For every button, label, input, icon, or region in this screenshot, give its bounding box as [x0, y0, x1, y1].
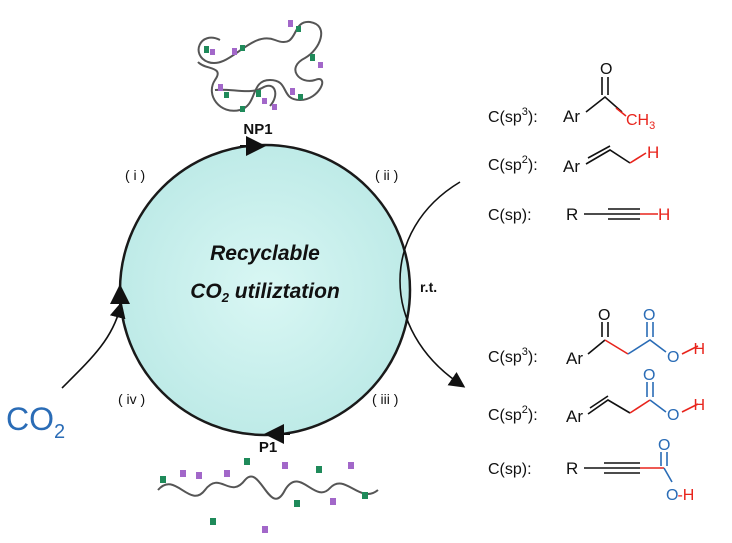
co2-arc-arrow — [61, 301, 126, 389]
product-1-red-bond — [604, 339, 629, 355]
substrate-1-label: C(sp3): — [488, 106, 538, 126]
product-2-group: Ar — [566, 407, 583, 426]
substrate-3-bonds — [584, 208, 640, 220]
product-2-blue-bonds — [646, 382, 667, 413]
substrate-1-methyl-bond — [615, 107, 627, 117]
np1-polymer-icon — [197, 20, 324, 112]
product-2-oh: OH — [667, 397, 705, 424]
substrate-3-h: H — [658, 205, 670, 224]
product-1-bonds — [587, 322, 609, 355]
step-ii-label: ( ii ) — [375, 167, 398, 183]
substrate-1-h: CH3 — [626, 112, 655, 132]
product-2-oh-bond — [681, 403, 699, 413]
right-arc-arrow — [399, 181, 466, 388]
center-title: Recyclable — [210, 242, 320, 265]
center-subtitle: CO2 utiliztation — [190, 280, 340, 305]
np1-pendant-groups — [204, 20, 323, 112]
product-2-o-acid: O — [643, 367, 655, 384]
product-3-bonds — [584, 462, 640, 474]
substrate-2-group: Ar — [563, 157, 580, 176]
product-3-oh: O-H — [666, 487, 694, 504]
product-1-group: Ar — [566, 349, 583, 368]
product-2-red-bond — [629, 399, 651, 414]
substrate-2-h-bond — [629, 152, 647, 164]
product-2-label: C(sp2): — [488, 404, 538, 424]
substrate-1-bonds — [585, 77, 623, 113]
step-i-label: ( i ) — [125, 167, 145, 183]
p1-polymer-icon — [157, 475, 379, 500]
product-1-blue-bonds — [627, 322, 667, 355]
co2-label: CO2 — [6, 401, 65, 443]
p1-pendant-groups — [160, 458, 368, 533]
substrate-2-h: H — [647, 143, 659, 162]
substrate-1-group: Ar — [563, 107, 580, 126]
p1-label: P1 — [259, 439, 277, 456]
product-3-o-acid: O — [658, 437, 670, 454]
product-3-label: C(sp): — [488, 461, 532, 478]
product-1-oh-bond — [681, 345, 699, 355]
product-1-label: C(sp3): — [488, 346, 538, 366]
step-iv-label: ( iv ) — [118, 391, 145, 407]
step-iii-label: ( iii ) — [372, 391, 398, 407]
product-1-o-ketone: O — [598, 307, 610, 324]
substrate-3-label: C(sp): — [488, 207, 532, 224]
np1-label: NP1 — [243, 121, 272, 138]
substrate-1-oxygen: O — [600, 61, 612, 78]
substrate-2-bonds — [585, 145, 631, 165]
substrate-2-label: C(sp2): — [488, 154, 538, 174]
product-3-group: R — [566, 459, 578, 478]
product-1-o-acid: O — [643, 307, 655, 324]
substrate-3-group: R — [566, 205, 578, 224]
product-2-bonds — [587, 395, 631, 415]
product-3-blue-bonds — [660, 452, 673, 483]
condition-label: r.t. — [420, 279, 437, 295]
